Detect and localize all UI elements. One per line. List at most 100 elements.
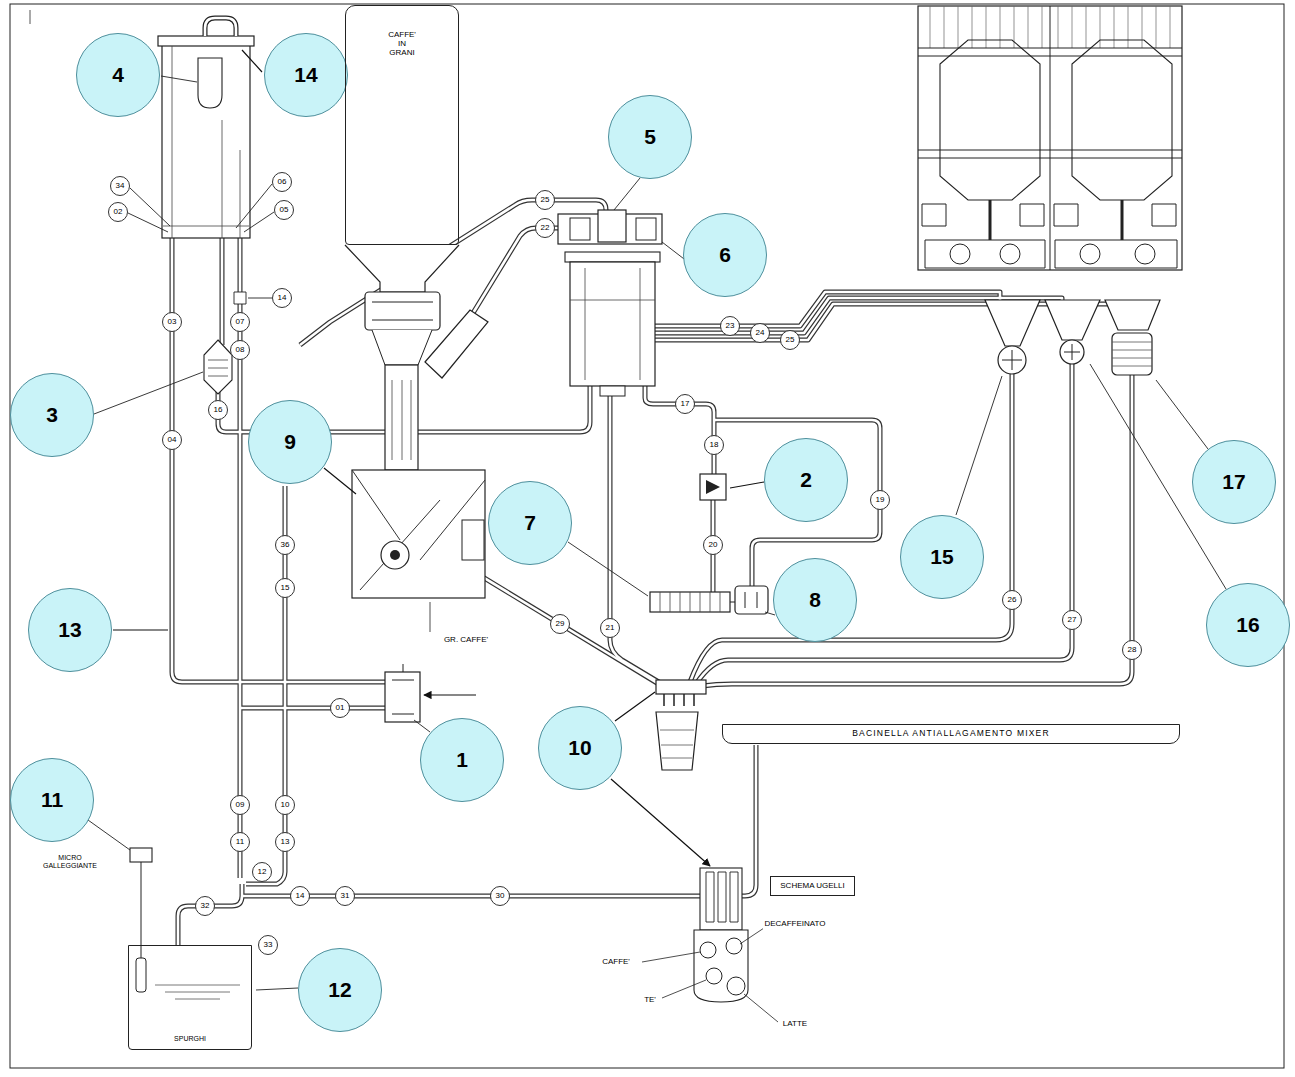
node-text: 36 (281, 540, 290, 549)
callout-number: 06 (272, 172, 292, 192)
node-text: SPURGHI (174, 1035, 206, 1043)
node-text: 28 (1128, 645, 1137, 654)
callout-number: 12 (252, 862, 272, 882)
callout-circle: 5 (608, 95, 692, 179)
node-text: 30 (496, 891, 505, 900)
part-label: GR. CAFFE' (443, 635, 489, 644)
part-label: TE' (643, 995, 657, 1004)
node-text: 06 (278, 177, 287, 186)
title-box: SCHEMA UGELLI (770, 876, 855, 896)
nozzle-inset (700, 868, 742, 930)
brewer-levers (352, 470, 485, 590)
node-text: 10 (281, 800, 290, 809)
inset-tubes (706, 872, 738, 922)
float-switch (130, 848, 152, 862)
cup (656, 712, 698, 770)
callout-number: 22 (535, 218, 555, 238)
node-text: 15 (281, 583, 290, 592)
callout-circle: 13 (28, 588, 112, 672)
node-text: 21 (606, 623, 615, 632)
cup-lines (660, 730, 694, 758)
boiler-element (600, 386, 625, 396)
callout-number: 17 (675, 394, 695, 414)
callout-circle: 11 (10, 758, 94, 842)
callout-number: 08 (230, 340, 250, 360)
brewer-unit (352, 470, 485, 598)
node-text: 5 (644, 125, 656, 149)
check-valve (700, 474, 726, 500)
tank-tubes (163, 46, 249, 238)
page-frame (10, 4, 1284, 1068)
mixer-funnel (1105, 300, 1160, 330)
callout-number: 26 (1002, 590, 1022, 610)
coffee-hopper: CAFFE' IN GRANI (345, 5, 459, 245)
callout-number: 32 (195, 896, 215, 916)
callout-number: 34 (110, 176, 130, 196)
pipe-bore (172, 200, 1132, 946)
node-text: 02 (114, 207, 123, 216)
node-text: 14 (294, 63, 317, 87)
solenoid-coil (598, 210, 626, 242)
node-text: 08 (236, 345, 245, 354)
node-text: 1 (456, 748, 468, 772)
inset-head (694, 930, 748, 1002)
brew-column (385, 365, 418, 470)
callout-circle: 3 (10, 373, 94, 457)
node-text: 04 (168, 435, 177, 444)
node-text: 24 (756, 328, 765, 337)
leader-line (642, 928, 778, 1022)
solenoid-coil (636, 218, 656, 240)
callout-number: 18 (704, 435, 724, 455)
tank-float (198, 58, 222, 108)
node-text: 9 (284, 430, 296, 454)
brewer-motor (462, 520, 484, 560)
callout-number: 03 (162, 312, 182, 332)
node-text: 4 (112, 63, 124, 87)
callout-number: 09 (230, 795, 250, 815)
node-text: 16 (214, 405, 223, 414)
grinder (365, 292, 440, 330)
node-text: 13 (58, 618, 81, 642)
node-text: 11 (41, 788, 63, 812)
doser (372, 302, 433, 365)
callout-number: 33 (258, 935, 278, 955)
water-filter (204, 340, 232, 394)
boiler-detail (570, 268, 655, 380)
callout-number: 19 (870, 490, 890, 510)
callout-number: 14 (290, 886, 310, 906)
doser-wheel (950, 244, 1155, 264)
doser-base (925, 240, 1177, 268)
node-text: 10 (568, 736, 591, 760)
callout-number: 04 (162, 430, 182, 450)
callout-circle: 14 (264, 33, 348, 117)
node-text: 22 (541, 223, 550, 232)
mixer-bowl (998, 346, 1026, 374)
node-text: 09 (236, 800, 245, 809)
brewer-piston (425, 310, 488, 378)
callout-circle: 12 (298, 948, 382, 1032)
callout-circle: 17 (1192, 440, 1276, 524)
tank-lid (158, 36, 254, 46)
node-text: BACINELLA ANTIALLAGAMENTO MIXER (852, 729, 1050, 739)
tank-hose-bore (205, 18, 236, 36)
node-text: 19 (876, 495, 885, 504)
callout-number: 13 (275, 832, 295, 852)
solenoid-coil (570, 218, 590, 240)
node-text: 23 (726, 321, 735, 330)
callout-number: 25 (535, 190, 555, 210)
node-text: 29 (556, 619, 565, 628)
node-text: 26 (1008, 595, 1017, 604)
tank-hose (205, 18, 236, 36)
waste-bucket: SPURGHI (128, 945, 252, 1050)
pump-detail (730, 592, 757, 608)
node-text: 11 (236, 837, 244, 846)
callout-number: 31 (335, 886, 355, 906)
motor-ribs (1112, 342, 1152, 366)
mixer-funnel (985, 300, 1040, 346)
part-label: CAFFE' (601, 957, 631, 966)
node-text: 25 (541, 195, 550, 204)
node-text: 14 (296, 891, 305, 900)
brewer-gear (381, 541, 409, 569)
node-text: 12 (328, 978, 351, 1002)
callout-number: 01 (330, 698, 350, 718)
